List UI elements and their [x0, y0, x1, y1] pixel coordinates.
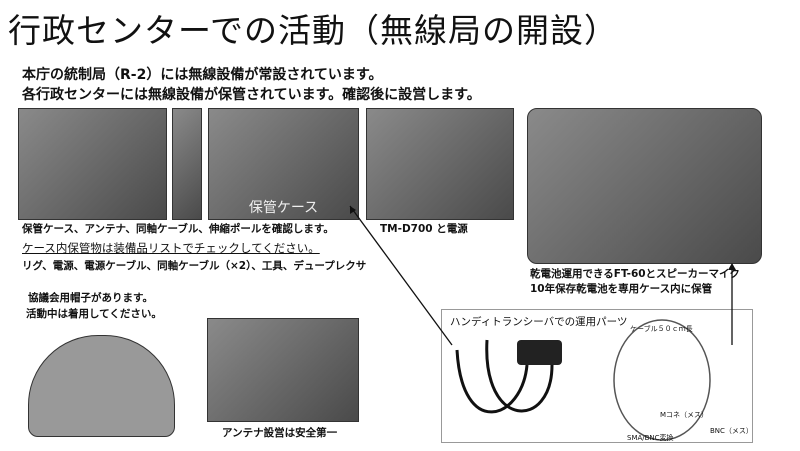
bnc-label: BNC（メス） [710, 427, 753, 435]
antenna-caption: アンテナ設営は安全第一 [222, 427, 338, 439]
hat-photo [28, 335, 175, 437]
case-contents-photo: 保管ケース [208, 108, 359, 220]
radio-caption: TM-D700 と電源 [380, 223, 468, 235]
parts-panel: ハンディトランシーバでの運用パーツ ケーブル５０ｃｍ長 Mコネ（メス） BNC（… [441, 309, 753, 443]
pole-photo [172, 108, 202, 220]
ft60-caption-1: 乾電池運用できるFT-60とスピーカーマイク [530, 268, 740, 280]
antenna-setup-photo [207, 318, 359, 422]
case-label: 保管ケース [248, 200, 319, 216]
storage-box-photo [18, 108, 167, 220]
sma-bnc-label: SMA/BNC変換 [627, 434, 674, 442]
cables-illustration [455, 319, 711, 441]
radio-photo [366, 108, 514, 220]
ft60-case-photo [527, 108, 762, 264]
parts-title: ハンディトランシーバでの運用パーツ [450, 316, 628, 328]
items-list: リグ、電源、電源ケーブル、同軸ケーブル（×2）、工具、デュープレクサ [22, 260, 367, 272]
checklist-note: ケース内保管物は装備品リストでチェックしてください。 [22, 241, 320, 255]
intro-line-1: 本庁の統制局（R-2）には無線設備が常設されています。 [22, 67, 383, 83]
case-caption: 保管ケース、アンテナ、同軸ケーブル、伸縮ポールを確認します。 [22, 223, 334, 235]
ft60-caption-2: 10年保存乾電池を専用ケース内に保管 [530, 283, 713, 295]
intro-line-2: 各行政センターには無線設備が保管されています。確認後に設営します。 [22, 87, 481, 103]
hat-caption-1: 協議会用帽子があります。 [28, 292, 153, 304]
page-title: 行政センターでの活動（無線局の開設） [8, 11, 619, 50]
m-connector-label: Mコネ（メス） [660, 411, 709, 419]
hat-caption-2: 活動中は着用してください。 [26, 308, 162, 320]
cable-length-label: ケーブル５０ｃｍ長 [630, 325, 693, 333]
